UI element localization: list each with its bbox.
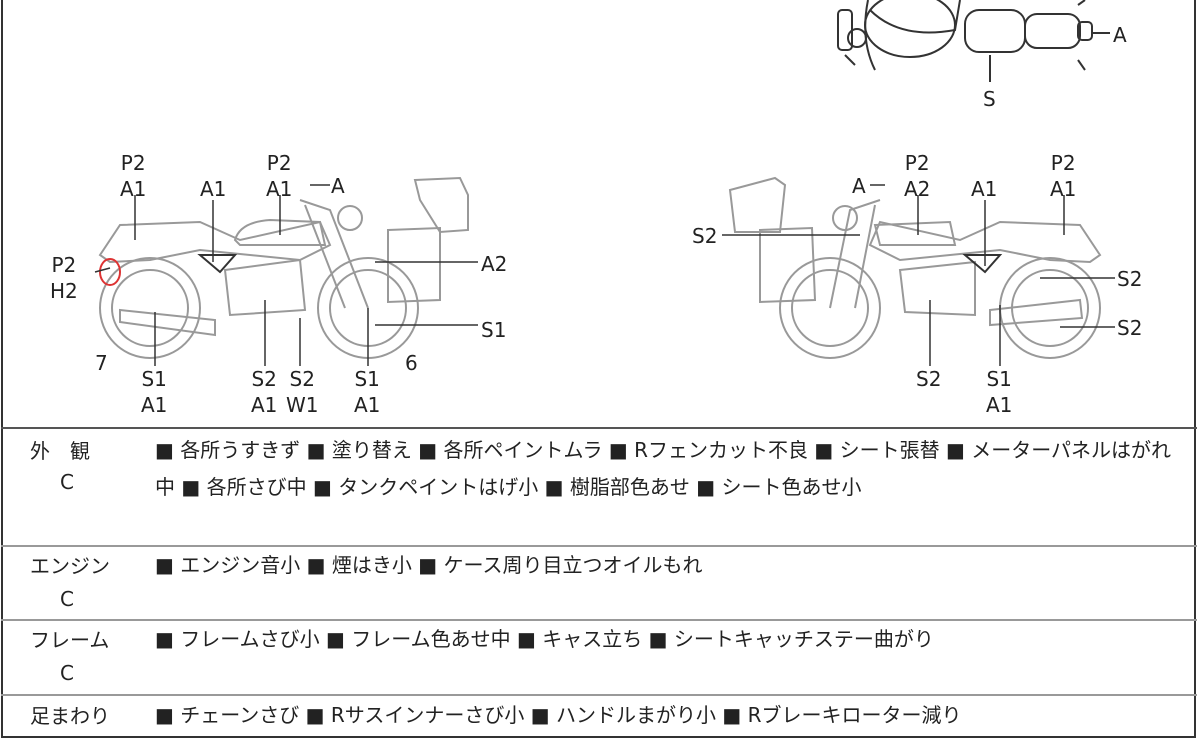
label-left-side-cover: A1 [200, 177, 227, 201]
table-row-suspension: 足まわり ■ チェーンさび ■ Rサスインナーさび小 ■ ハンドルまがり小 ■ … [0, 697, 1200, 737]
label-left-front-wheel: S1 A1 [354, 367, 381, 417]
table-row-engine: エンジン C ■ エンジン音小 ■ 煙はき小 ■ ケース周り目立つオイルもれ [0, 547, 1200, 619]
right-side-motorcycle [728, 176, 1102, 359]
table-row-exterior: 外 観 C ■ 各所うすきず ■ 塗り替え ■ 各所ペイントムラ ■ Rフェンカ… [0, 430, 1200, 545]
left-side-motorcycle [98, 176, 469, 359]
label-top-a: A [1113, 23, 1127, 47]
label-left-tail: P2 H2 [50, 253, 78, 303]
divider [1, 427, 1197, 429]
top-view-motorcycle [837, 0, 1110, 82]
row-title: エンジン [30, 554, 110, 578]
label-left-rear-cowl: P2 A1 [120, 151, 147, 201]
row-title: 外 観 [30, 439, 90, 463]
row-grade: C [60, 470, 74, 494]
label-front-wheel-no: 6 [405, 351, 418, 375]
leader-lines [94, 184, 1115, 366]
row-title: フレーム [30, 628, 110, 652]
label-right-rear-wheel: S2 [1117, 316, 1143, 340]
divider [1, 619, 1197, 621]
label-right-muffler: S1 A1 [986, 367, 1013, 417]
label-left-tank: P2 A1 [266, 151, 293, 201]
table-row-frame: フレーム C ■ フレームさび小 ■ フレーム色あせ中 ■ キャス立ち ■ シー… [0, 621, 1200, 693]
divider [1, 694, 1197, 696]
label-right-mirror: A [852, 174, 866, 198]
motorcycle-diagram [94, 0, 1115, 366]
label-right-engine: S2 [916, 367, 942, 391]
row-grade: C [60, 661, 74, 685]
label-right-screen: S2 [692, 224, 718, 248]
row-grade: C [60, 587, 74, 611]
label-right-shock: S2 [1117, 267, 1143, 291]
row-content: ■ エンジン音小 ■ 煙はき小 ■ ケース周り目立つオイルもれ [155, 553, 703, 577]
label-top-s: S [983, 87, 996, 111]
label-right-side-cover: A1 [971, 177, 998, 201]
label-left-box: A2 [481, 252, 508, 276]
label-right-rear-cowl: P2 A1 [1050, 151, 1077, 201]
label-left-mirror: A [331, 174, 345, 198]
label-left-exhaust: S2 W1 [286, 367, 319, 417]
divider [1, 545, 1197, 547]
label-rear-wheel-no: 7 [95, 351, 108, 375]
label-left-fork: S1 [481, 318, 507, 342]
label-left-muffler: S1 A1 [141, 367, 168, 417]
row-content: ■ フレームさび小 ■ フレーム色あせ中 ■ キャス立ち ■ シートキャッチステ… [155, 627, 934, 651]
row-title: 足まわり [30, 704, 110, 728]
row-content: ■ 各所うすきず ■ 塗り替え ■ 各所ペイントムラ ■ Rフェンカット不良 ■… [155, 438, 1172, 499]
label-left-engine: S2 A1 [251, 367, 278, 417]
row-content: ■ チェーンさび ■ Rサスインナーさび小 ■ ハンドルまがり小 ■ Rブレーキ… [155, 703, 962, 727]
label-right-tank: P2 A2 [904, 151, 931, 201]
